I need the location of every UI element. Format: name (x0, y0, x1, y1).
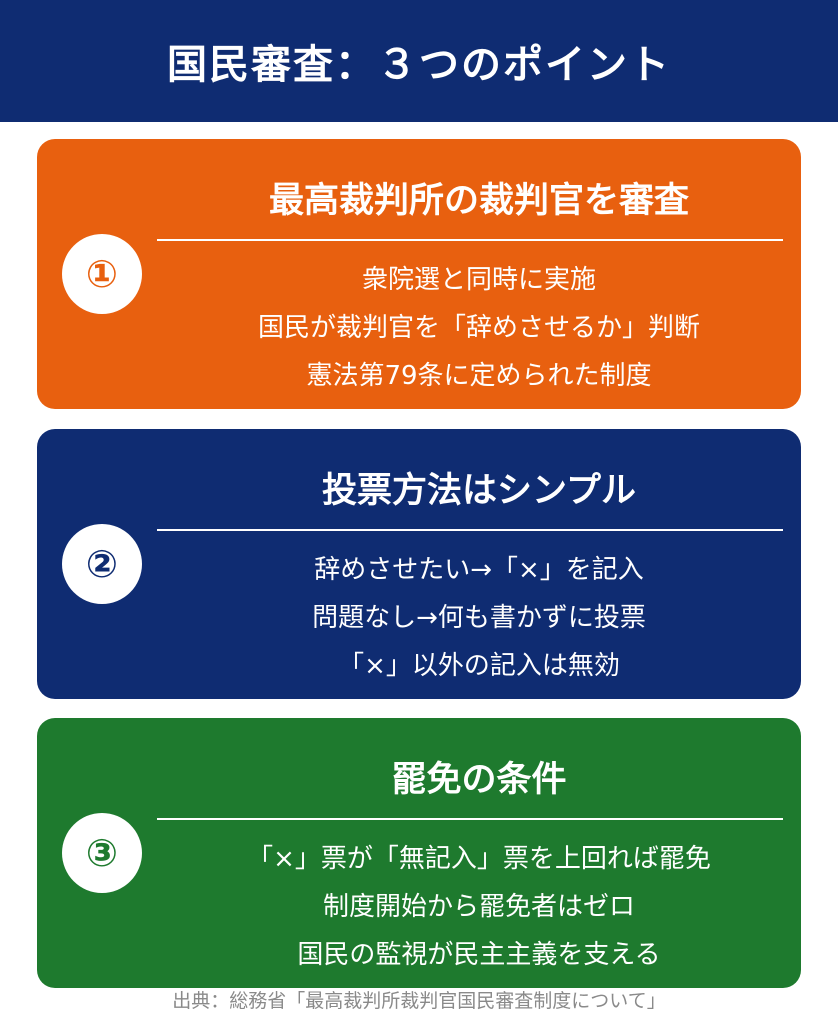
card-line: 辞めさせたい→「×」を記入 (314, 555, 644, 585)
point-card-3: ③ 罷免の条件 「×」票が「無記入」票を上回れば罷免 制度開始から罷免者はゼロ … (37, 718, 801, 988)
number-badge-3: ③ (62, 813, 142, 893)
header-banner: 国民審査：３つのポイント (0, 0, 838, 122)
card-title: 投票方法はシンプル (322, 471, 636, 511)
divider (157, 818, 783, 820)
card-title: 最高裁判所の裁判官を審査 (268, 181, 689, 221)
badge-number: ③ (85, 831, 119, 875)
divider (157, 239, 783, 241)
divider (157, 529, 783, 531)
number-badge-2: ② (62, 524, 142, 604)
card-line: 憲法第79条に定められた制度 (306, 361, 652, 391)
card-lines: 衆院選と同時に実施 国民が裁判官を「辞めさせるか」判断 憲法第79条に定められた… (157, 256, 801, 400)
point-card-2: ② 投票方法はシンプル 辞めさせたい→「×」を記入 問題なし→何も書かずに投票 … (37, 429, 801, 699)
card-line: 国民の監視が民主主義を支える (297, 940, 661, 970)
page-title: 国民審査：３つのポイント (167, 42, 671, 88)
card-line: 衆院選と同時に実施 (361, 265, 596, 295)
card-line: 「×」以外の記入は無効 (338, 651, 620, 681)
card-title: 罷免の条件 (391, 760, 567, 800)
card-line: 制度開始から罷免者はゼロ (322, 892, 635, 922)
card-lines: 辞めさせたい→「×」を記入 問題なし→何も書かずに投票 「×」以外の記入は無効 (157, 546, 801, 690)
card-line: 国民が裁判官を「辞めさせるか」判断 (257, 313, 700, 343)
number-badge-1: ① (62, 234, 142, 314)
card-lines: 「×」票が「無記入」票を上回れば罷免 制度開始から罷免者はゼロ 国民の監視が民主… (157, 835, 801, 979)
source-citation: 出典：総務省「最高裁判所裁判官国民審査制度について」 (172, 990, 666, 1012)
badge-number: ② (85, 542, 119, 586)
point-card-1: ① 最高裁判所の裁判官を審査 衆院選と同時に実施 国民が裁判官を「辞めさせるか」… (37, 139, 801, 409)
card-line: 問題なし→何も書かずに投票 (312, 603, 646, 633)
badge-number: ① (85, 252, 119, 296)
card-line: 「×」票が「無記入」票を上回れば罷免 (247, 844, 711, 874)
